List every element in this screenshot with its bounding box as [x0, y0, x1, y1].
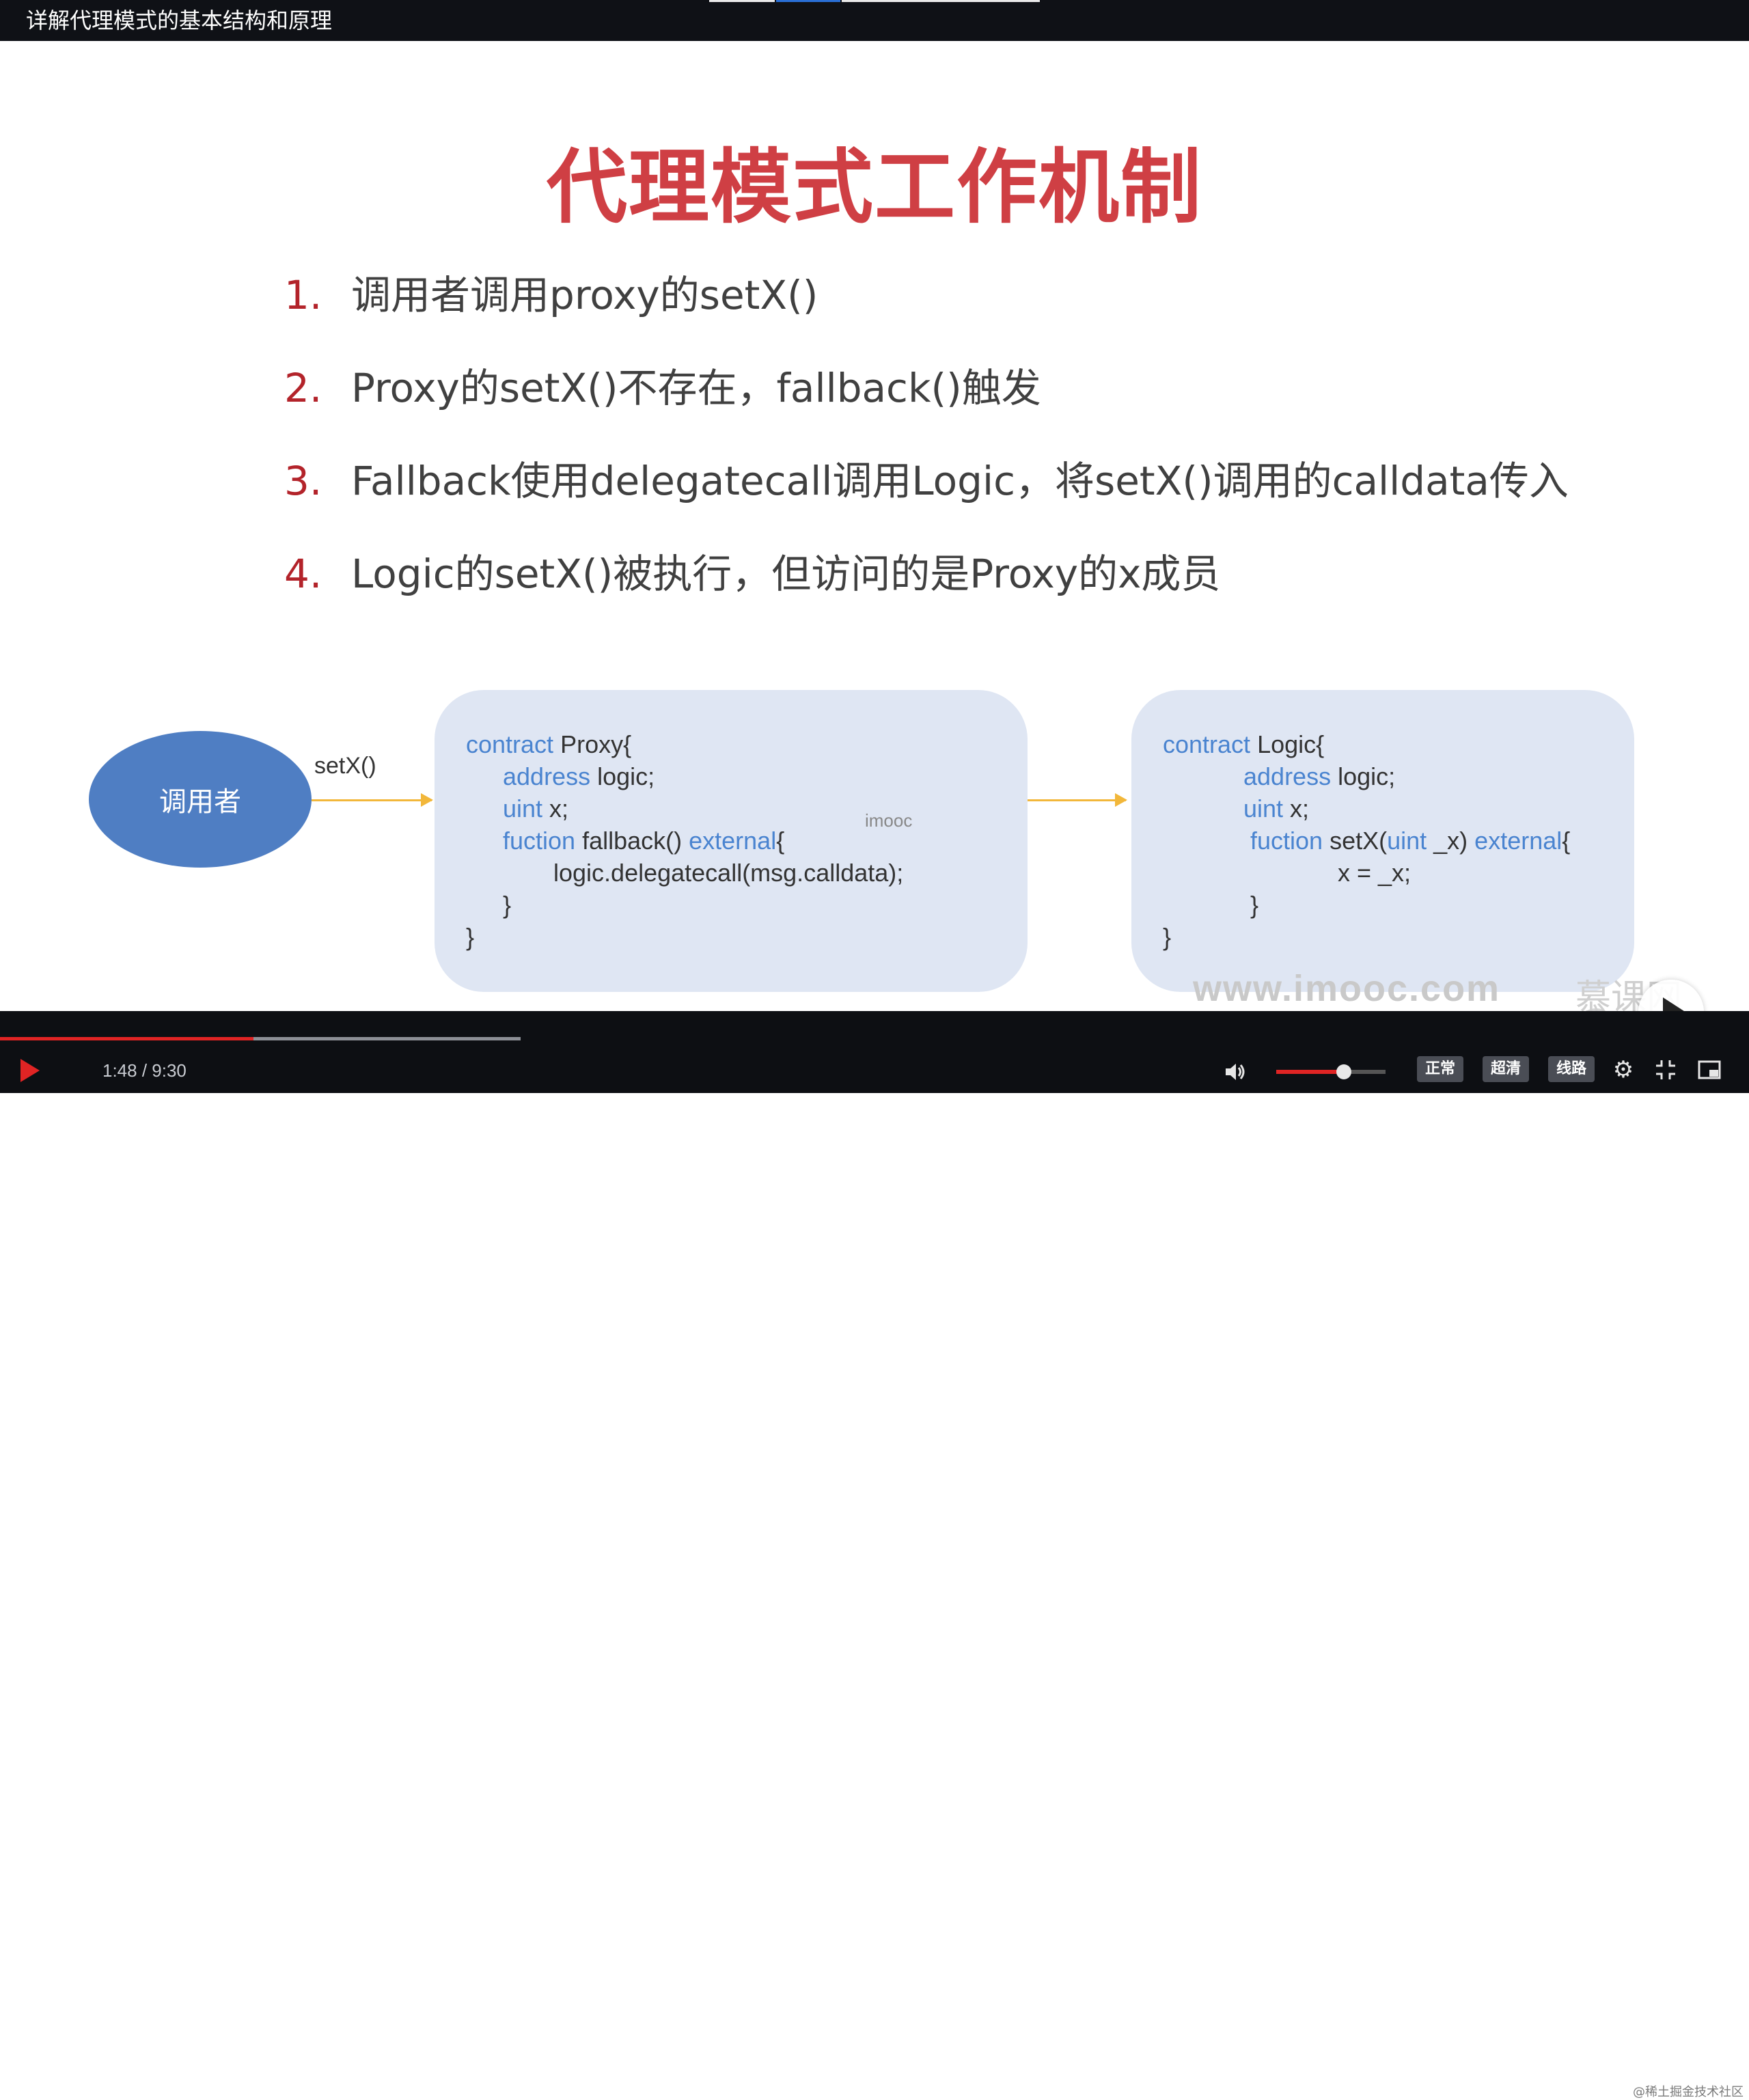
time-display: 1:48 / 9:30	[102, 1060, 187, 1081]
progress-buffered	[0, 1037, 521, 1040]
code-line: address logic;	[1243, 762, 1396, 790]
code-line: address logic;	[503, 762, 655, 790]
logic-contract-box: contract Logic{ address logic; uint x; f…	[1131, 690, 1634, 992]
step-item: 2. Proxy的setX()不存在，fallback()触发	[284, 356, 1041, 413]
video-frame[interactable]: 代理模式工作机制 1. 调用者调用proxy的setX() 2. Proxy的set…	[0, 41, 1749, 1047]
code-line: }	[503, 891, 512, 919]
step-item: 3. Fallback使用delegatecall调用Logic，将setX()调…	[284, 449, 1569, 506]
code-line: contract Logic{	[1163, 730, 1325, 758]
step-item: 1. 调用者调用proxy的setX()	[284, 263, 818, 320]
step-text: 调用者调用proxy的setX()	[351, 272, 818, 318]
code-line: }	[466, 923, 475, 951]
proxy-contract-box: contract Proxy{ address logic; uint x; f…	[435, 690, 1028, 992]
gear-icon[interactable]: ⚙	[1612, 1056, 1634, 1083]
code-line: fuction setX(uint _x) external{	[1250, 827, 1571, 855]
step-number: 4.	[284, 551, 322, 597]
window-title-bar: 详解代理模式的基本结构和原理	[0, 0, 1749, 41]
code-line: logic.delegatecall(msg.calldata);	[553, 859, 904, 887]
caller-label: 调用者	[159, 786, 241, 818]
step-item: 4. Logic的setX()被执行，但访问的是Proxy的x成员	[284, 542, 1220, 599]
volume-slider[interactable]	[1276, 1064, 1386, 1079]
arrow-proxy-to-logic	[1028, 793, 1127, 807]
step-text: Logic的setX()被执行，但访问的是Proxy的x成员	[351, 551, 1221, 597]
step-number: 3.	[284, 458, 322, 504]
volume-icon[interactable]	[1223, 1060, 1246, 1083]
code-line: }	[1250, 891, 1259, 919]
caller-ellipse: 调用者	[89, 731, 312, 868]
code-line: contract Proxy{	[466, 730, 632, 758]
video-title: 详解代理模式的基本结构和原理	[26, 8, 333, 33]
top-strip-left	[709, 0, 775, 2]
slide-headline: 代理模式工作机制	[546, 140, 1202, 234]
code-line: uint x;	[503, 795, 569, 823]
exit-fullscreen-icon[interactable]	[1653, 1058, 1678, 1082]
code-line: fuction fallback() external{	[503, 827, 785, 855]
top-strip-right	[842, 0, 1040, 2]
arrow-label: setX()	[314, 753, 376, 779]
player-controls: 1:48 / 9:30 正常 超清 线路 ⚙ @稀土掘金技术社区	[0, 1011, 1749, 2099]
top-strip-active	[776, 0, 840, 2]
quality-hd-button[interactable]: 超清	[1483, 1056, 1530, 1082]
inline-watermark: imooc	[865, 810, 913, 831]
code-line: }	[1163, 923, 1172, 951]
route-button[interactable]: 线路	[1548, 1056, 1595, 1082]
code-line: uint x;	[1243, 795, 1310, 823]
volume-level	[1276, 1070, 1345, 1074]
step-text: Fallback使用delegatecall调用Logic，将setX()调用的…	[351, 458, 1569, 504]
progress-bar[interactable]	[0, 1037, 521, 1040]
arrow-caller-to-proxy	[312, 793, 433, 807]
volume-knob[interactable]	[1336, 1064, 1352, 1079]
corner-watermark: @稀土掘金技术社区	[1633, 2085, 1744, 2099]
step-number: 1.	[284, 272, 322, 318]
pip-icon[interactable]	[1697, 1058, 1722, 1082]
play-icon[interactable]	[20, 1059, 41, 1083]
code-line: x = _x;	[1338, 859, 1411, 887]
step-number: 2.	[284, 365, 322, 411]
step-text: Proxy的setX()不存在，fallback()触发	[351, 365, 1041, 411]
speed-normal-button[interactable]: 正常	[1417, 1056, 1464, 1082]
progress-played	[0, 1037, 253, 1040]
site-watermark: www.imooc.com	[1193, 968, 1501, 1009]
